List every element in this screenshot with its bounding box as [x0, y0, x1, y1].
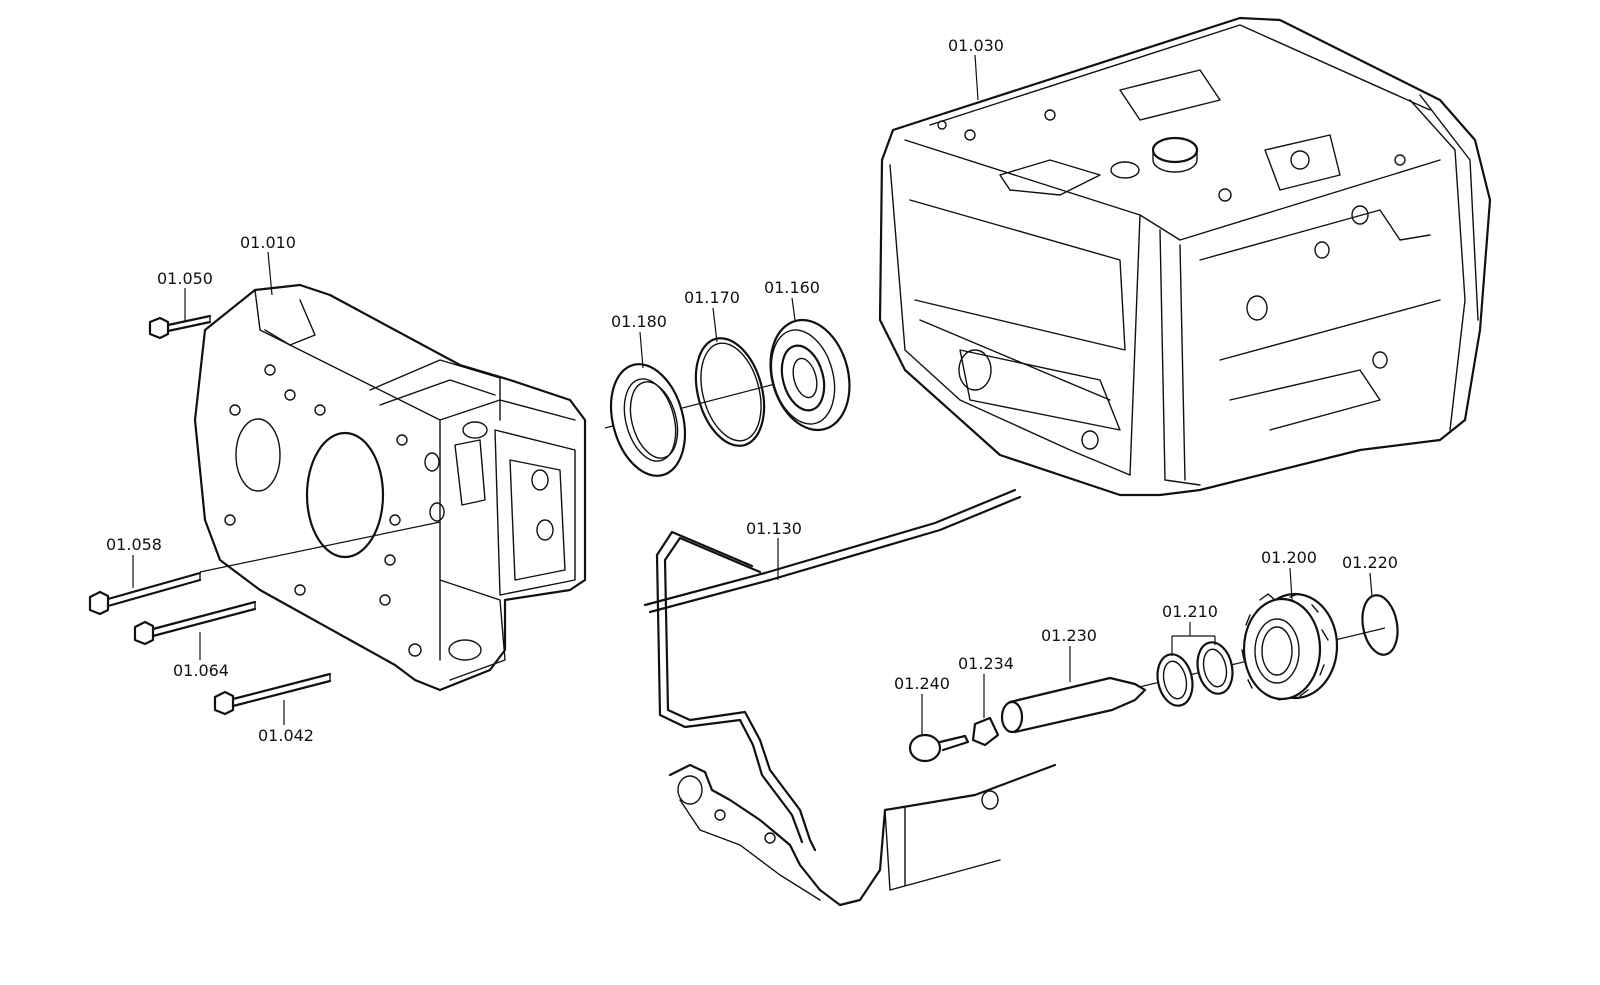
assembly-axis-front — [199, 521, 441, 573]
callout-01042: 01.042 — [258, 726, 314, 745]
callout-01064: 01.064 — [173, 661, 229, 680]
needle-bearings-01210 — [1156, 641, 1234, 707]
callout-01180: 01.180 — [611, 312, 667, 331]
callout-01160: 01.160 — [764, 278, 820, 297]
lock-plate-01234 — [971, 716, 1000, 747]
circlip-01170 — [694, 337, 766, 447]
callout-01030: 01.030 — [948, 36, 1004, 55]
callout-01234: 01.234 — [958, 654, 1014, 673]
shaft-01230 — [1000, 676, 1147, 734]
bolt-01064 — [133, 600, 257, 646]
washer-01220 — [1361, 594, 1399, 656]
lower-housing-fragment — [668, 763, 1057, 907]
callout-01130: 01.130 — [746, 519, 802, 538]
callout-01220: 01.220 — [1342, 553, 1398, 572]
callout-01170: 01.170 — [684, 288, 740, 307]
pipe-01130 — [643, 488, 1022, 852]
gear-01200 — [1241, 592, 1339, 701]
callout-01200: 01.200 — [1261, 548, 1317, 567]
seal-01180 — [610, 363, 686, 477]
bolt-01050 — [148, 314, 212, 340]
callout-labels: 01.030 01.010 01.050 01.180 01.170 01.16… — [106, 36, 1398, 745]
bolt-01240 — [908, 733, 970, 763]
callout-01050: 01.050 — [157, 269, 213, 288]
callout-01058: 01.058 — [106, 535, 162, 554]
bolt-01058 — [88, 571, 202, 616]
leader-lines — [132, 54, 1373, 735]
bolt-01042 — [213, 672, 332, 716]
transmission-housing — [878, 16, 1492, 497]
callout-01210: 01.210 — [1162, 602, 1218, 621]
callout-01240: 01.240 — [894, 674, 950, 693]
bearing-01160 — [769, 318, 851, 432]
callout-01230: 01.230 — [1041, 626, 1097, 645]
callout-01010: 01.010 — [240, 233, 296, 252]
front-housing — [193, 283, 587, 692]
